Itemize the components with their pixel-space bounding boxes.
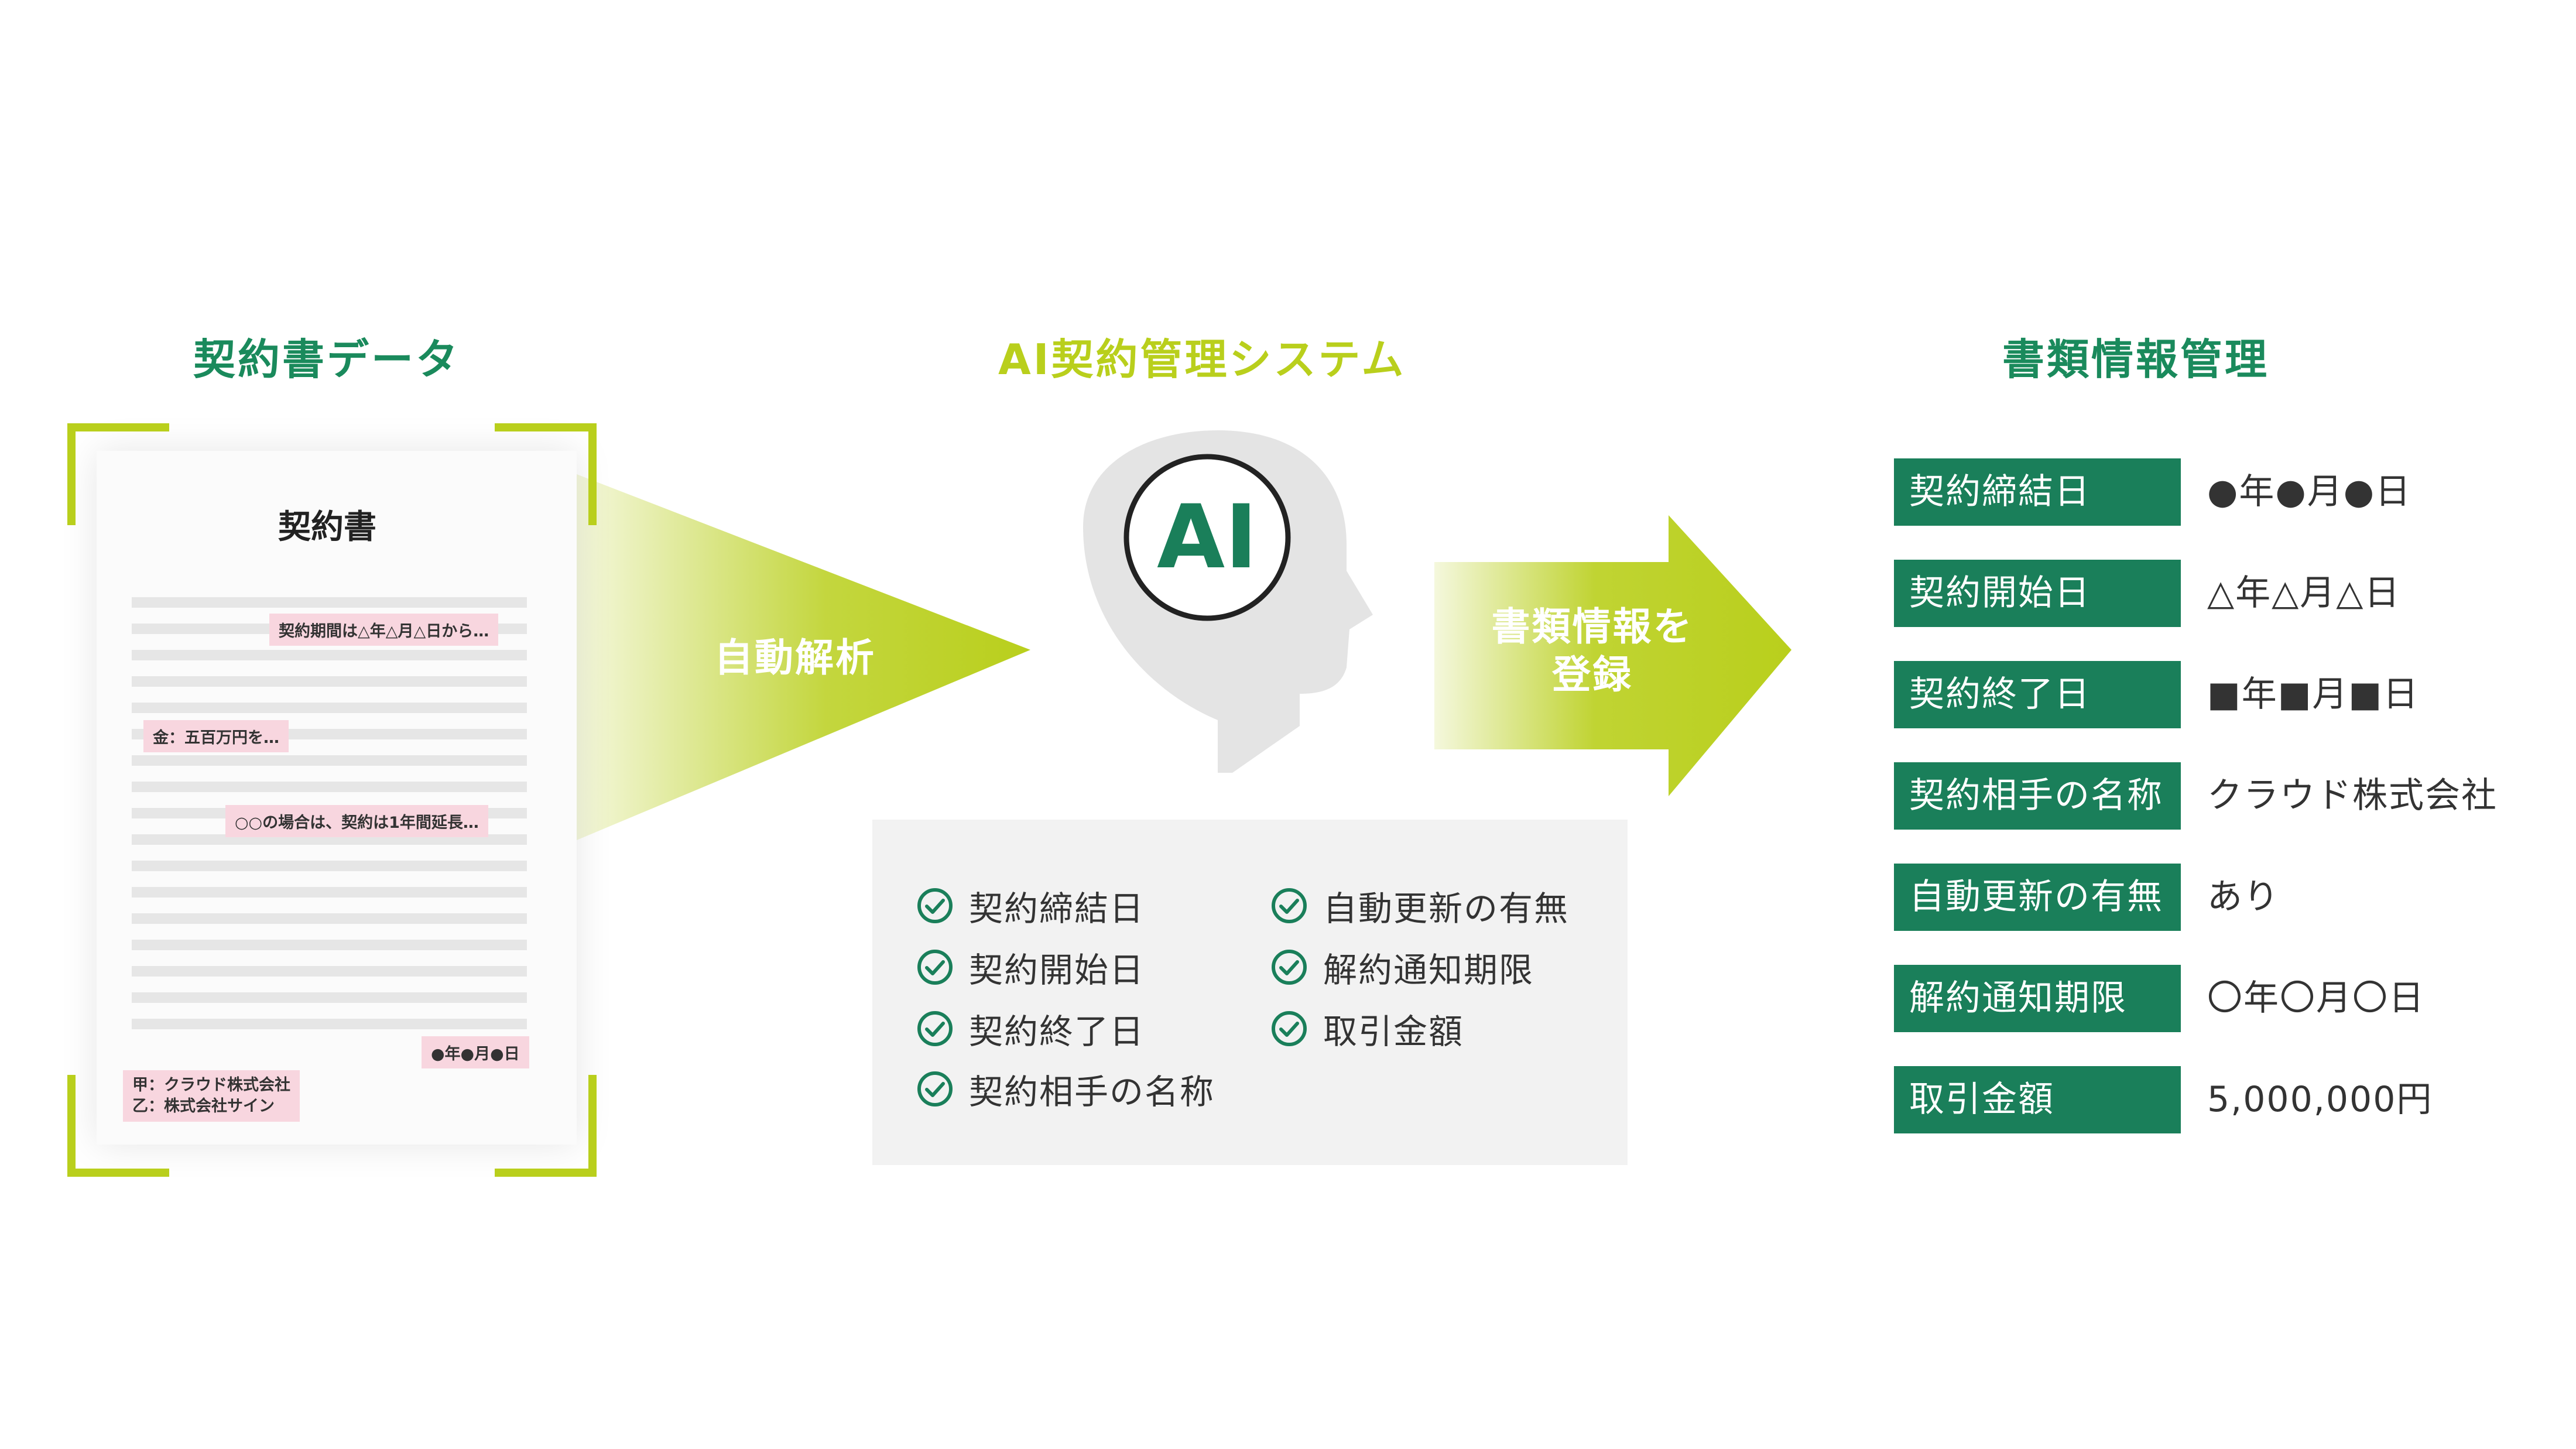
checklist-item-label: 取引金額 xyxy=(1323,1012,1464,1051)
info-label: 契約開始日 xyxy=(1894,560,2181,627)
signature-block: 甲：クラウド株式会社 乙：株式会社サイン xyxy=(123,1070,300,1122)
info-value: あり xyxy=(2207,876,2280,917)
info-value: ■年■月■日 xyxy=(2207,674,2420,715)
ai-badge-text: AI xyxy=(1157,487,1258,588)
checklist-item: 解約通知期限 xyxy=(1270,943,1534,992)
register-arrow xyxy=(1434,515,1791,796)
checklist-item-label: 自動更新の有無 xyxy=(1323,889,1570,929)
info-label: 契約終了日 xyxy=(1894,661,2181,728)
check-circle-icon xyxy=(917,1011,953,1046)
info-value: 5,000,000円 xyxy=(2207,1079,2433,1120)
check-circle-icon xyxy=(1272,1011,1307,1046)
info-value: クラウド株式会社 xyxy=(2207,775,2498,816)
signature-party-a: 甲：クラウド株式会社 xyxy=(132,1076,290,1094)
checklist-item-label: 契約開始日 xyxy=(969,950,1145,990)
checklist-item: 自動更新の有無 xyxy=(1270,881,1569,930)
highlight-contract-period: 契約期間は△年△月△日から… xyxy=(269,614,499,646)
highlight-amount: 金：五百万円を… xyxy=(143,720,289,752)
info-value: 〇年〇月〇日 xyxy=(2207,978,2425,1019)
analysis-label: 自動解析 xyxy=(714,635,876,680)
info-label: 解約通知期限 xyxy=(1894,965,2181,1032)
extraction-checklist xyxy=(872,820,1628,1165)
check-circle-icon xyxy=(917,1071,953,1107)
info-label: 契約締結日 xyxy=(1894,458,2181,526)
checklist-item: 取引金額 xyxy=(1270,1004,1464,1053)
checklist-item-label: 契約締結日 xyxy=(969,889,1145,929)
scan-bracket-icon xyxy=(495,423,597,525)
document-management-heading: 書類情報管理 xyxy=(2002,335,2270,384)
register-label-line2: 登録 xyxy=(1552,652,1633,697)
ai-system-heading: AI契約管理システム xyxy=(998,335,1406,384)
highlight-date: ●年●月●日 xyxy=(422,1036,529,1068)
info-label: 取引金額 xyxy=(1894,1066,2181,1133)
checklist-item: 契約開始日 xyxy=(916,943,1145,992)
check-circle-icon xyxy=(917,950,953,985)
checklist-item: 契約締結日 xyxy=(916,881,1145,930)
document-title: 契約書 xyxy=(278,508,376,546)
scan-bracket-icon xyxy=(495,1075,597,1177)
info-value: ●年●月●日 xyxy=(2207,471,2412,512)
checklist-item-label: 解約通知期限 xyxy=(1323,950,1534,990)
check-circle-icon xyxy=(1272,950,1307,985)
checklist-item: 契約相手の名称 xyxy=(916,1064,1215,1114)
scan-bracket-icon xyxy=(67,1075,169,1177)
signature-party-b: 乙：株式会社サイン xyxy=(132,1097,275,1115)
checklist-item: 契約終了日 xyxy=(916,1004,1145,1053)
register-label-line1: 書類情報を xyxy=(1491,604,1694,649)
checklist-item-label: 契約終了日 xyxy=(969,1012,1145,1051)
check-circle-icon xyxy=(1272,888,1307,923)
checklist-item-label: 契約相手の名称 xyxy=(969,1072,1215,1112)
highlight-renewal: ○○の場合は、契約は1年間延長… xyxy=(225,805,488,837)
ai-badge-circle xyxy=(1123,454,1291,621)
register-label: 書類情報を 登録 xyxy=(1469,603,1715,699)
analysis-fan-arrow xyxy=(577,474,1030,840)
scan-bracket-icon xyxy=(67,423,169,525)
info-value: △年△月△日 xyxy=(2207,573,2401,614)
contract-data-heading: 契約書データ xyxy=(193,335,461,384)
info-label: 契約相手の名称 xyxy=(1894,762,2181,830)
info-label: 自動更新の有無 xyxy=(1894,864,2181,931)
check-circle-icon xyxy=(917,888,953,923)
